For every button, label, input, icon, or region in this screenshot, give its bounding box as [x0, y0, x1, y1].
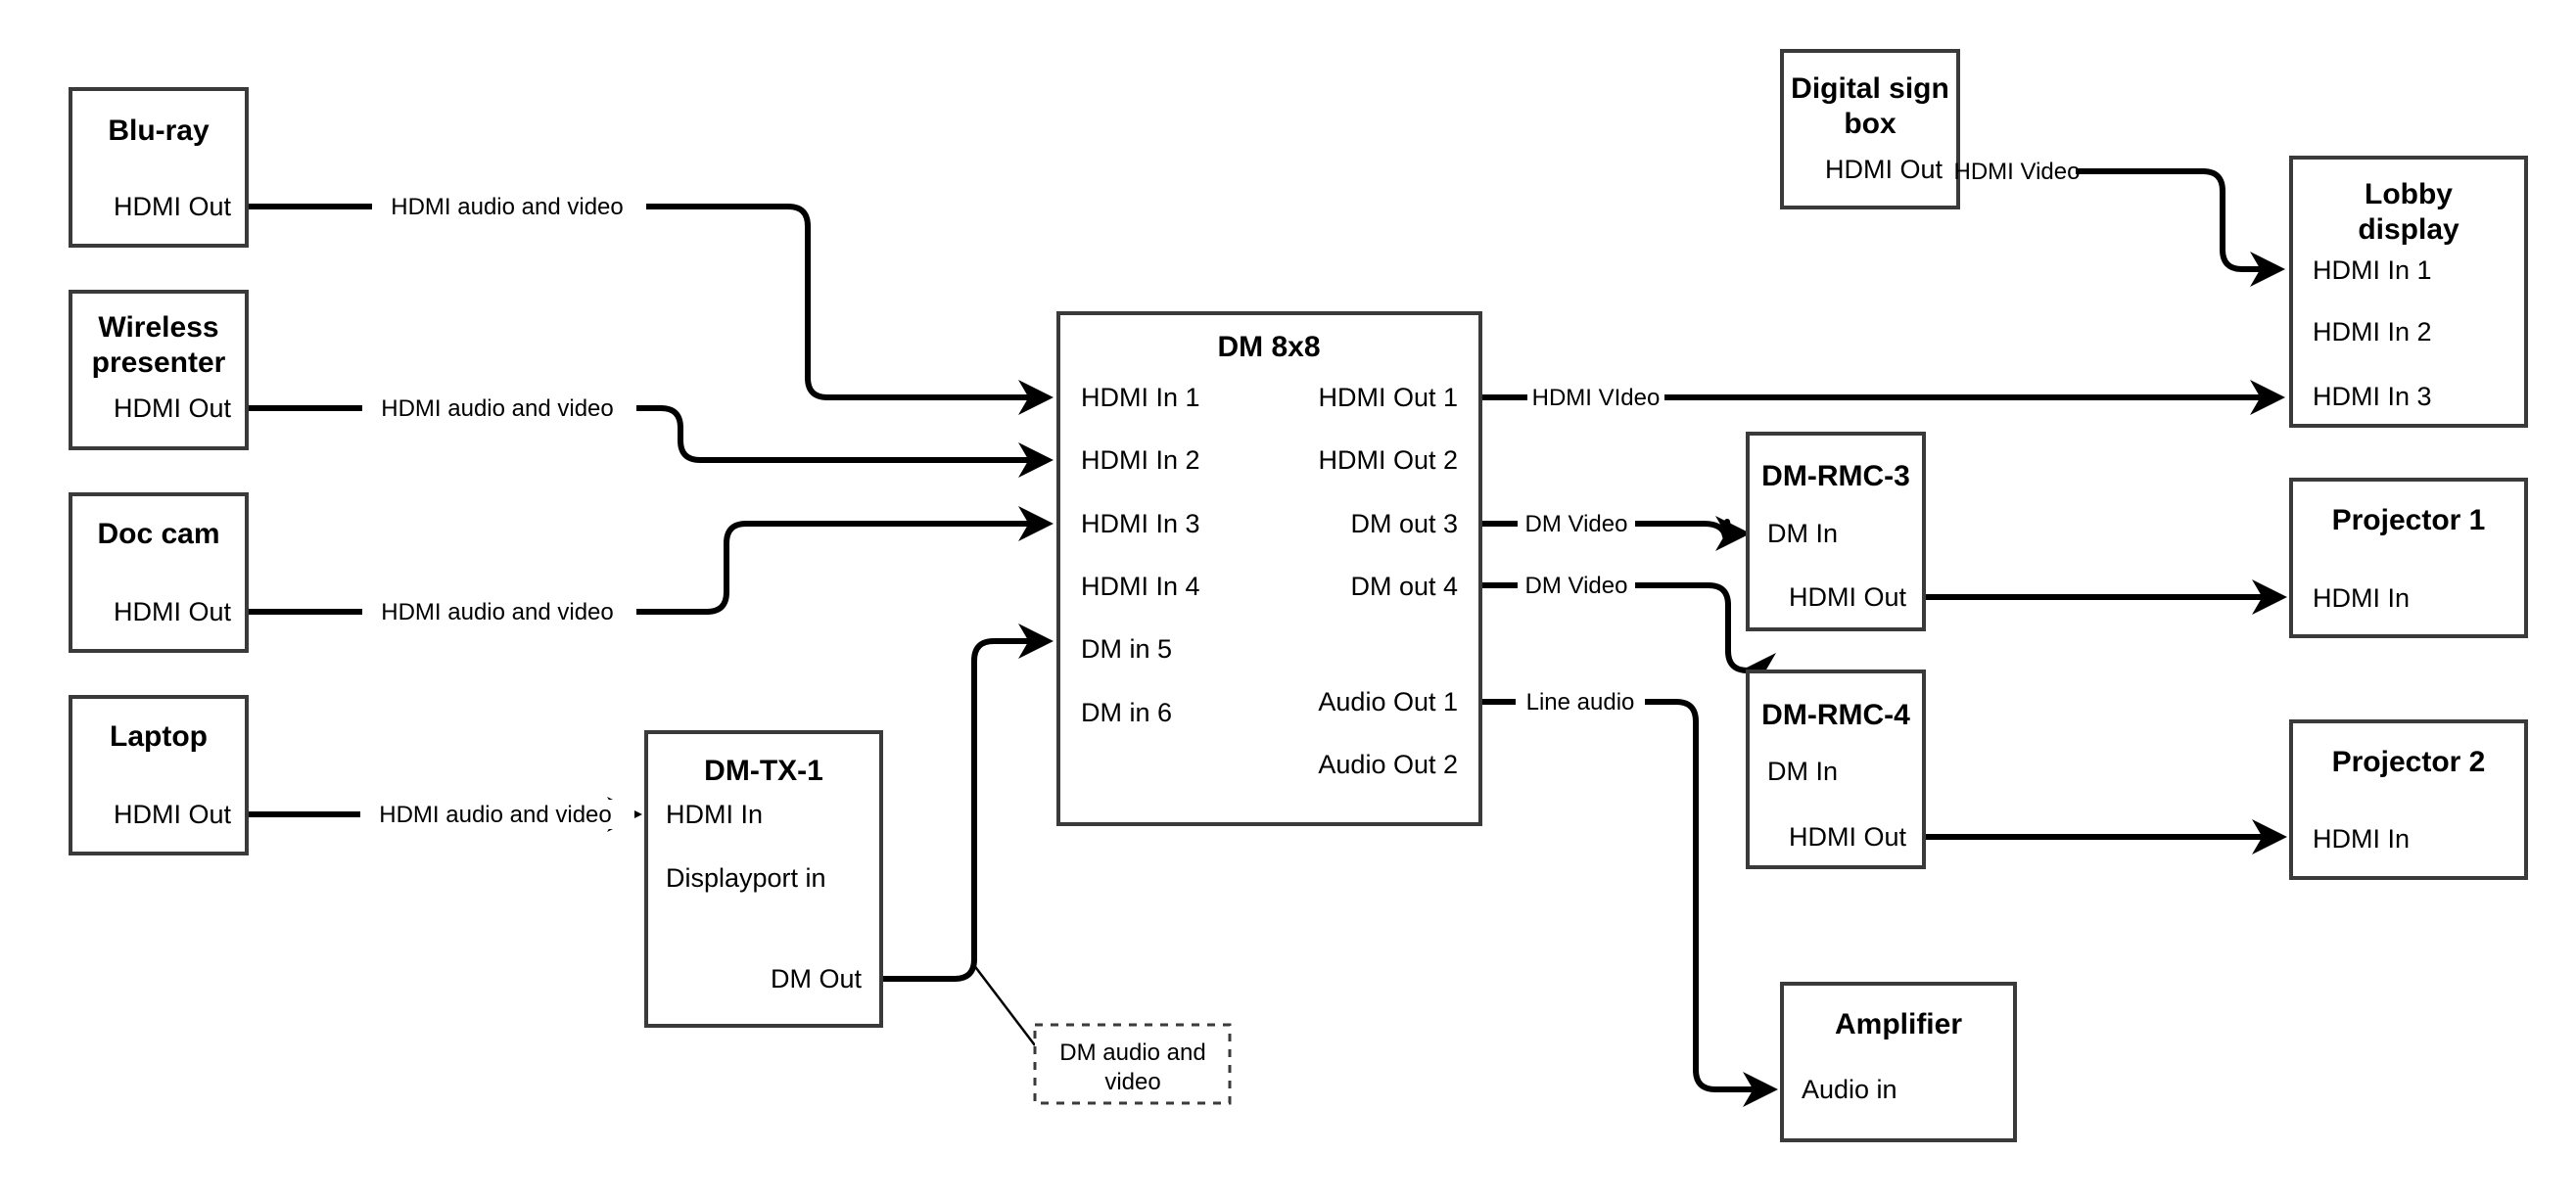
projector-2-port-hdmi-in: HDMI In: [2313, 824, 2410, 854]
dm-8x8-input-hdmi-in-3: HDMI In 3: [1081, 509, 1200, 538]
node-dm-rmc-4[interactable]: DM-RMC-4 DM In HDMI Out: [1746, 670, 1926, 869]
dm-8x8-title: DM 8x8: [1217, 331, 1320, 363]
node-projector-2[interactable]: Projector 2 HDMI In: [2289, 719, 2528, 880]
dm-rmc-3-box[interactable]: [1746, 432, 1926, 631]
projector-2-title: Projector 2: [2332, 746, 2486, 778]
lobby-display-title-line1: Lobby: [2365, 178, 2453, 210]
digital-sign-box-box[interactable]: [1780, 49, 1960, 209]
label-bluray-to-dm: HDMI audio and video: [391, 194, 623, 220]
dm-rmc-4-title: DM-RMC-4: [1761, 699, 1910, 731]
dm-rmc-4-port-hdmi-out: HDMI Out: [1789, 822, 1907, 852]
dm-tx-1-port-displayport-in: Displayport in: [666, 863, 826, 893]
callout-dm-audio-video-line1: DM audio and: [1059, 1039, 1205, 1066]
node-doc-cam[interactable]: Doc cam HDMI Out: [69, 492, 249, 653]
dm-rmc-3-port-dm-in: DM In: [1767, 519, 1838, 548]
dm-8x8-box[interactable]: [1056, 311, 1482, 826]
connection-labels: HDMI audio and video HDMI audio and vide…: [360, 159, 2080, 829]
node-wireless-presenter[interactable]: Wireless presenter HDMI Out: [69, 290, 249, 450]
digital-sign-box-title-line2: box: [1844, 108, 1897, 140]
dm-8x8-input-hdmi-in-4: HDMI In 4: [1081, 572, 1200, 601]
callout-dm-audio-video-line2: video: [1104, 1069, 1160, 1095]
dm-8x8-output-audio-out-1: Audio Out 1: [1318, 687, 1458, 716]
amplifier-title: Amplifier: [1835, 1008, 1962, 1040]
dm-rmc-4-box[interactable]: [1746, 670, 1926, 869]
dm-8x8-input-dm-in-6: DM in 6: [1081, 698, 1172, 727]
label-audio-out1-to-amp: Line audio: [1526, 689, 1635, 716]
wire-dm8x8-dmout3-to-dmrmc3-dm-in: [1480, 522, 1745, 536]
dm-8x8-input-hdmi-in-2: HDMI In 2: [1081, 445, 1200, 475]
dm-8x8-input-hdmi-in-1: HDMI In 1: [1081, 383, 1200, 412]
lobby-display-port-hdmi-in-2: HDMI In 2: [2313, 317, 2432, 346]
lobby-display-port-hdmi-in-3: HDMI In 3: [2313, 382, 2432, 411]
digital-sign-box-title-line1: Digital sign: [1791, 72, 1949, 105]
leader-line-dm-audio-video-callout: [972, 963, 1036, 1046]
node-lobby-display[interactable]: Lobby display HDMI In 1 HDMI In 2 HDMI I…: [2289, 156, 2528, 428]
callout-dm-audio-video-box: [1033, 1023, 1232, 1105]
laptop-port-hdmi-out: HDMI Out: [114, 800, 232, 829]
node-bluray[interactable]: Blu-ray HDMI Out: [69, 87, 249, 248]
wireless-presenter-box[interactable]: [69, 290, 249, 450]
projector-2-box[interactable]: [2289, 719, 2528, 880]
lobby-display-title-line2: display: [2358, 213, 2459, 246]
label-doccam-to-dm: HDMI audio and video: [381, 599, 613, 625]
projector-1-title: Projector 1: [2332, 504, 2486, 536]
node-amplifier[interactable]: Amplifier Audio in: [1780, 982, 2017, 1142]
projector-1-port-hdmi-in: HDMI In: [2313, 583, 2410, 613]
amplifier-port-audio-in: Audio in: [1802, 1075, 1897, 1104]
wireless-presenter-title-line2: presenter: [92, 346, 226, 379]
node-dm-rmc-3[interactable]: DM-RMC-3 DM In HDMI Out: [1746, 432, 1926, 631]
dm-tx-1-port-hdmi-in: HDMI In: [666, 800, 763, 829]
node-dm-8x8[interactable]: DM 8x8 HDMI In 1 HDMI In 2 HDMI In 3 HDM…: [1056, 311, 1482, 826]
dm-tx-1-port-dm-out: DM Out: [771, 964, 863, 993]
wireless-presenter-title-line1: Wireless: [98, 311, 218, 344]
node-projector-1[interactable]: Projector 1 HDMI In: [2289, 478, 2528, 638]
label-signbox-to-lobby: HDMI Video: [1954, 159, 2081, 185]
label-laptop-to-tx: HDMI audio and video: [379, 802, 611, 828]
dm-rmc-3-port-hdmi-out: HDMI Out: [1789, 582, 1907, 612]
dm-rmc-4-port-dm-in: DM In: [1767, 757, 1838, 786]
laptop-title: Laptop: [110, 720, 208, 753]
digital-sign-box-port-hdmi-out: HDMI Out: [1825, 155, 1944, 184]
bluray-box[interactable]: [69, 87, 249, 248]
doc-cam-title: Doc cam: [97, 518, 219, 550]
projector-1-box[interactable]: [2289, 478, 2528, 638]
dm-8x8-output-hdmi-out-1: HDMI Out 1: [1318, 383, 1458, 412]
doc-cam-port-hdmi-out: HDMI Out: [114, 597, 232, 626]
dm-8x8-output-hdmi-out-2: HDMI Out 2: [1318, 445, 1458, 475]
callout-dm-audio-and-video: DM audio and video: [1033, 1023, 1232, 1105]
wire-dm8x8-dmout4-to-dmrmc4-dm-in: [1480, 582, 1748, 670]
wireless-presenter-port-hdmi-out: HDMI Out: [114, 393, 232, 423]
wire-wireless-to-dm8x8-hdmi-in-2: [245, 405, 1054, 478]
laptop-box[interactable]: [69, 695, 249, 855]
doc-cam-box[interactable]: [69, 492, 249, 653]
node-dm-tx-1[interactable]: DM-TX-1 HDMI In Displayport in DM Out: [644, 730, 883, 1028]
bluray-port-hdmi-out: HDMI Out: [114, 192, 232, 221]
dm-8x8-input-dm-in-5: DM in 5: [1081, 634, 1172, 664]
node-digital-sign-box[interactable]: Digital sign box HDMI Out: [1780, 49, 1960, 209]
dm-rmc-3-title: DM-RMC-3: [1761, 460, 1910, 492]
label-wireless-to-dm: HDMI audio and video: [381, 395, 613, 422]
lobby-display-port-hdmi-in-1: HDMI In 1: [2313, 255, 2432, 285]
amplifier-box[interactable]: [1780, 982, 2017, 1142]
dm-tx-1-box[interactable]: [644, 730, 883, 1028]
dm-8x8-output-dm-out-4: DM out 4: [1350, 572, 1458, 601]
label-dm-out3-to-rmc3: DM Video: [1525, 511, 1628, 537]
wire-doccam-to-dm8x8-hdmi-in-3: [245, 506, 1054, 615]
lobby-display-box[interactable]: [2289, 156, 2528, 428]
wire-dmtx1-to-dm8x8-dm-in-5: [881, 624, 1054, 982]
dm-tx-1-title: DM-TX-1: [704, 755, 823, 787]
wire-bluray-to-dm8x8-hdmi-in-1: [245, 204, 1054, 415]
label-dm-out1-to-lobby: HDMI VIdeo: [1532, 385, 1661, 411]
node-laptop[interactable]: Laptop HDMI Out: [69, 695, 249, 855]
wire-dm8x8-audioout1-to-amplifier: [1480, 699, 1772, 1089]
label-dm-out4-to-rmc4: DM Video: [1525, 573, 1628, 599]
dm-8x8-output-dm-out-3: DM out 3: [1350, 509, 1458, 538]
dm-8x8-output-audio-out-2: Audio Out 2: [1318, 750, 1458, 779]
bluray-title: Blu-ray: [108, 115, 210, 147]
